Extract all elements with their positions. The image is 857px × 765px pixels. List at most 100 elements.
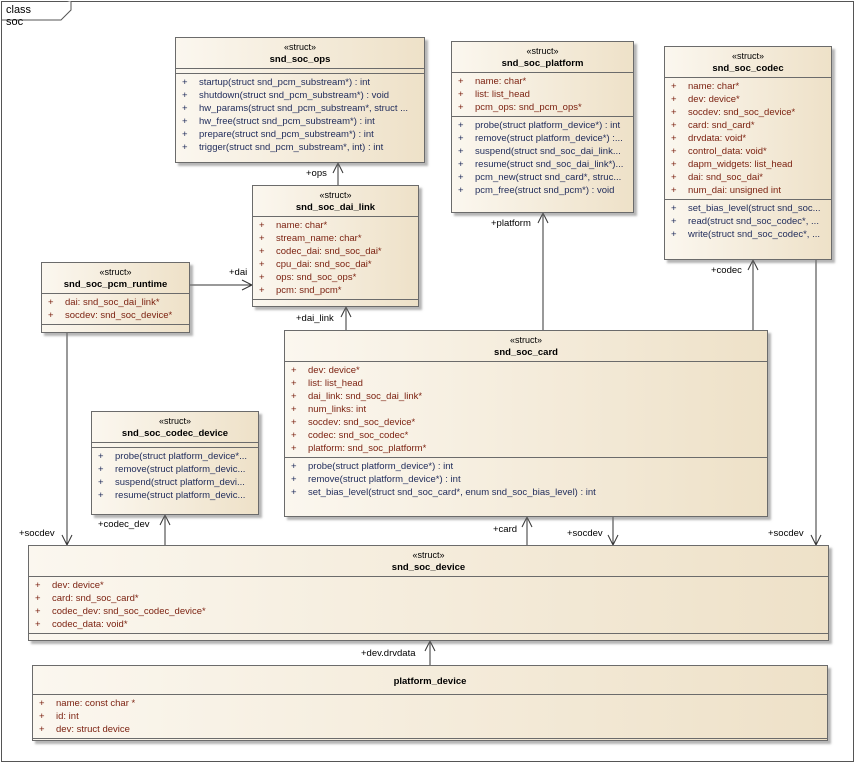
attribute-row[interactable]: +cpu_dai: snd_soc_dai* xyxy=(253,258,418,271)
operation-row[interactable]: +startup(struct snd_pcm_substream*) : in… xyxy=(176,76,424,89)
attribute-row[interactable]: +socdev: snd_soc_device* xyxy=(285,416,767,429)
attribute-text: drvdata: void* xyxy=(688,133,747,144)
label-dai: +dai xyxy=(229,267,248,278)
visibility-marker: + xyxy=(39,698,45,709)
attribute-row[interactable]: +codec_data: void* xyxy=(29,618,828,631)
operation-row[interactable]: +resume(struct platform_devic... xyxy=(92,489,258,502)
visibility-marker: + xyxy=(671,133,677,144)
attribute-row[interactable]: +pcm: snd_pcm* xyxy=(253,284,418,297)
operation-text: remove(struct platform_device*) : int xyxy=(308,474,461,485)
attribute-row[interactable]: + drvdata: void* xyxy=(665,132,831,145)
stereotype-label: «struct» xyxy=(509,335,542,345)
attribute-row[interactable]: +dapm_widgets: list_head xyxy=(665,158,831,171)
visibility-marker: + xyxy=(291,365,297,376)
operation-row[interactable]: +remove(struct platform_devic... xyxy=(92,463,258,476)
visibility-marker: + xyxy=(458,120,464,131)
operation-row[interactable]: +resume(struct snd_soc_dai_link*)... xyxy=(452,158,633,171)
operation-row[interactable]: +suspend(struct platform_devi... xyxy=(92,476,258,489)
label-dai-link: +dai_link xyxy=(296,313,334,324)
attribute-row[interactable]: +name: char* xyxy=(665,80,831,93)
operation-row[interactable]: +trigger(struct snd_pcm_substream*, int)… xyxy=(176,141,424,154)
class-snd-soc-platform[interactable]: «struct»snd_soc_platform+name: char*+lis… xyxy=(451,41,634,213)
class-snd-soc-dai-link[interactable]: «struct»snd_soc_dai_link+name: char*+str… xyxy=(252,185,419,307)
attribute-text: card: snd_card* xyxy=(688,120,755,131)
attribute-row[interactable]: +dai_link: snd_soc_dai_link* xyxy=(285,390,767,403)
visibility-marker: + xyxy=(671,185,677,196)
attributes-compartment: +name: char*+dev: device*+socdev: snd_so… xyxy=(665,77,831,199)
label-codec-dev: +codec_dev xyxy=(98,519,150,530)
attribute-row[interactable]: +pcm_ops: snd_pcm_ops* xyxy=(452,101,633,114)
class-snd-soc-codec[interactable]: «struct»snd_soc_codec+name: char*+dev: d… xyxy=(664,46,832,260)
attribute-row[interactable]: +control_data: void* xyxy=(665,145,831,158)
attribute-row[interactable]: +socdev: snd_soc_device* xyxy=(665,106,831,119)
class-name: snd_soc_platform xyxy=(501,58,584,69)
visibility-marker: + xyxy=(671,216,677,227)
operation-row[interactable]: +pcm_new(struct snd_card*, struc... xyxy=(452,171,633,184)
attribute-row[interactable]: +ops: snd_soc_ops* xyxy=(253,271,418,284)
attribute-row[interactable]: +dev: device* xyxy=(29,579,828,592)
attribute-row[interactable]: +card: snd_card* xyxy=(665,119,831,132)
operation-row[interactable]: +probe(struct platform_device*... xyxy=(92,450,258,463)
attribute-row[interactable]: +dev: struct device xyxy=(33,723,827,736)
attribute-row[interactable]: +card: snd_soc_card* xyxy=(29,592,828,605)
class-snd-soc-ops[interactable]: «struct»snd_soc_ops+startup(struct snd_p… xyxy=(175,37,425,163)
attribute-text: pcm_ops: snd_pcm_ops* xyxy=(475,102,582,113)
operation-row[interactable]: +hw_free(struct snd_pcm_substream*) : in… xyxy=(176,115,424,128)
class-snd-soc-pcm-runtime[interactable]: «struct»snd_soc_pcm_runtime+dai: snd_soc… xyxy=(41,262,190,333)
attribute-row[interactable]: +codec: snd_soc_codec* xyxy=(285,429,767,442)
class-header: «struct»snd_soc_codec_device xyxy=(92,412,258,442)
attributes-compartment: +name: char*+stream_name: char*+codec_da… xyxy=(253,216,418,299)
attribute-row[interactable]: +stream_name: char* xyxy=(253,232,418,245)
visibility-marker: + xyxy=(291,430,297,441)
operation-text: set_bias_level(struct snd_soc_card*, enu… xyxy=(308,487,596,498)
operation-row[interactable]: +read(struct snd_soc_codec*, ... xyxy=(665,215,831,228)
attribute-row[interactable]: +socdev: snd_soc_device* xyxy=(42,309,189,322)
operation-row[interactable]: +probe(struct platform_device*) : int xyxy=(452,119,633,132)
operation-row[interactable]: +shutdown(struct snd_pcm_substream*) : v… xyxy=(176,89,424,102)
attribute-row[interactable]: +name: const char * xyxy=(33,697,827,710)
attribute-row[interactable]: +name: char* xyxy=(253,219,418,232)
operation-row[interactable]: +suspend(struct snd_soc_dai_link... xyxy=(452,145,633,158)
operation-row[interactable]: +set_bias_level(struct snd_soc_card*, en… xyxy=(285,486,767,499)
stereotype-label: «struct» xyxy=(158,416,191,426)
attribute-row[interactable]: +dai: snd_soc_dai* xyxy=(665,171,831,184)
attribute-row[interactable]: +dev: device* xyxy=(285,364,767,377)
attribute-row[interactable]: +platform: snd_soc_platform* xyxy=(285,442,767,455)
attribute-row[interactable]: +list: list_head xyxy=(452,88,633,101)
attribute-row[interactable]: +codec_dai: snd_soc_dai* xyxy=(253,245,418,258)
operation-row[interactable]: +prepare(struct snd_pcm_substream*) : in… xyxy=(176,128,424,141)
operation-text: remove(struct platform_device*) :... xyxy=(475,133,623,144)
operation-row[interactable]: +set_bias_level(struct snd_soc... xyxy=(665,202,831,215)
attribute-row[interactable]: +list: list_head xyxy=(285,377,767,390)
visibility-marker: + xyxy=(98,464,104,475)
operation-row[interactable]: +pcm_free(struct snd_pcm*) : void xyxy=(452,184,633,197)
class-snd-soc-card[interactable]: «struct»snd_soc_card+dev: device*+list: … xyxy=(284,330,768,517)
operation-row[interactable]: +hw_params(struct snd_pcm_substream*, st… xyxy=(176,102,424,115)
attribute-row[interactable]: +dev: device* xyxy=(665,93,831,106)
visibility-marker: + xyxy=(48,297,54,308)
class-snd-soc-codec-device[interactable]: «struct»snd_soc_codec_device +probe(struc… xyxy=(91,411,259,515)
operation-row[interactable]: +remove(struct platform_device*) :... xyxy=(452,132,633,145)
operation-row[interactable]: +remove(struct platform_device*) : int xyxy=(285,473,767,486)
attribute-text: dai: snd_soc_dai_link* xyxy=(65,297,160,308)
attribute-text: card: snd_soc_card* xyxy=(52,593,139,604)
visibility-marker: + xyxy=(671,94,677,105)
attribute-row[interactable]: +num_links: int xyxy=(285,403,767,416)
attribute-row[interactable]: +id: int xyxy=(33,710,827,723)
class-snd-soc-device[interactable]: «struct»snd_soc_device+dev: device*+card… xyxy=(28,545,829,641)
label-socdev-left: +socdev xyxy=(19,528,55,539)
operation-row[interactable]: +write(struct snd_soc_codec*, ... xyxy=(665,228,831,241)
operation-text: resume(struct snd_soc_dai_link*)... xyxy=(475,159,624,170)
attribute-row[interactable]: +name: char* xyxy=(452,75,633,88)
attribute-text: id: int xyxy=(56,711,79,722)
operation-text: trigger(struct snd_pcm_substream*, int) … xyxy=(199,142,384,153)
visibility-marker: + xyxy=(182,77,188,88)
attribute-row[interactable]: +codec_dev: snd_soc_codec_device* xyxy=(29,605,828,618)
operation-row[interactable]: +probe(struct platform_device*) : int xyxy=(285,460,767,473)
attribute-text: codec_dai: snd_soc_dai* xyxy=(276,246,382,257)
class-name: snd_soc_ops xyxy=(269,54,331,65)
visibility-marker: + xyxy=(291,391,297,402)
attribute-row[interactable]: +num_dai: unsigned int xyxy=(665,184,831,197)
class-platform-device[interactable]: platform_device+name: const char *+id: i… xyxy=(32,665,828,741)
attribute-row[interactable]: + dai: snd_soc_dai_link* xyxy=(42,296,189,309)
